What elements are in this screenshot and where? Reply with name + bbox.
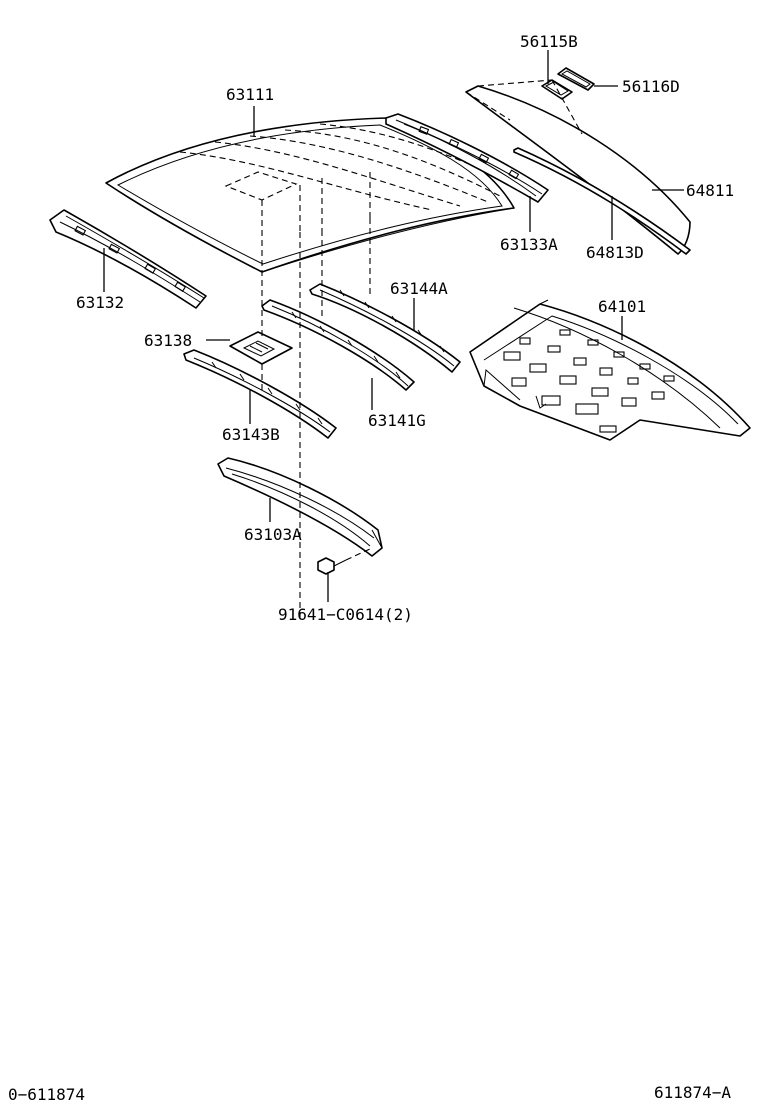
label-63138: 63138: [144, 331, 192, 350]
roof-bow-63144A: [309, 283, 461, 373]
label-64813D: 64813D: [586, 243, 644, 262]
package-tray-64101: [469, 299, 751, 441]
label-64101: 64101: [598, 297, 646, 316]
footer-right-code: 611874−A: [654, 1083, 731, 1102]
clip-56116D: [557, 67, 595, 91]
bolt-91641: [317, 547, 373, 575]
alignment-lines: [261, 200, 371, 620]
part-labels: 56115B 56116D 63111 64811 63133A 64813D …: [76, 32, 734, 624]
label-63103A: 63103A: [244, 525, 302, 544]
roof-panel-63111: [105, 117, 515, 273]
label-63141G: 63141G: [368, 411, 426, 430]
label-63143B: 63143B: [222, 425, 280, 444]
label-91641-C0614: 91641−C0614(2): [278, 605, 413, 624]
leader-lines: [103, 50, 684, 602]
label-63133A: 63133A: [500, 235, 558, 254]
footer-left-code: 0−611874: [8, 1085, 85, 1104]
label-63132: 63132: [76, 293, 124, 312]
roof-bow-63143B: [183, 349, 337, 439]
rear-header-63133A: [385, 113, 549, 203]
label-64811: 64811: [686, 181, 734, 200]
label-56115B: 56115B: [520, 32, 578, 51]
label-63144A: 63144A: [390, 279, 448, 298]
reinforcement-63138: [229, 331, 293, 365]
label-56116D: 56116D: [622, 77, 680, 96]
label-63111: 63111: [226, 85, 274, 104]
front-header-63132: [49, 209, 207, 309]
glass-spacer-64813D: [513, 147, 691, 255]
